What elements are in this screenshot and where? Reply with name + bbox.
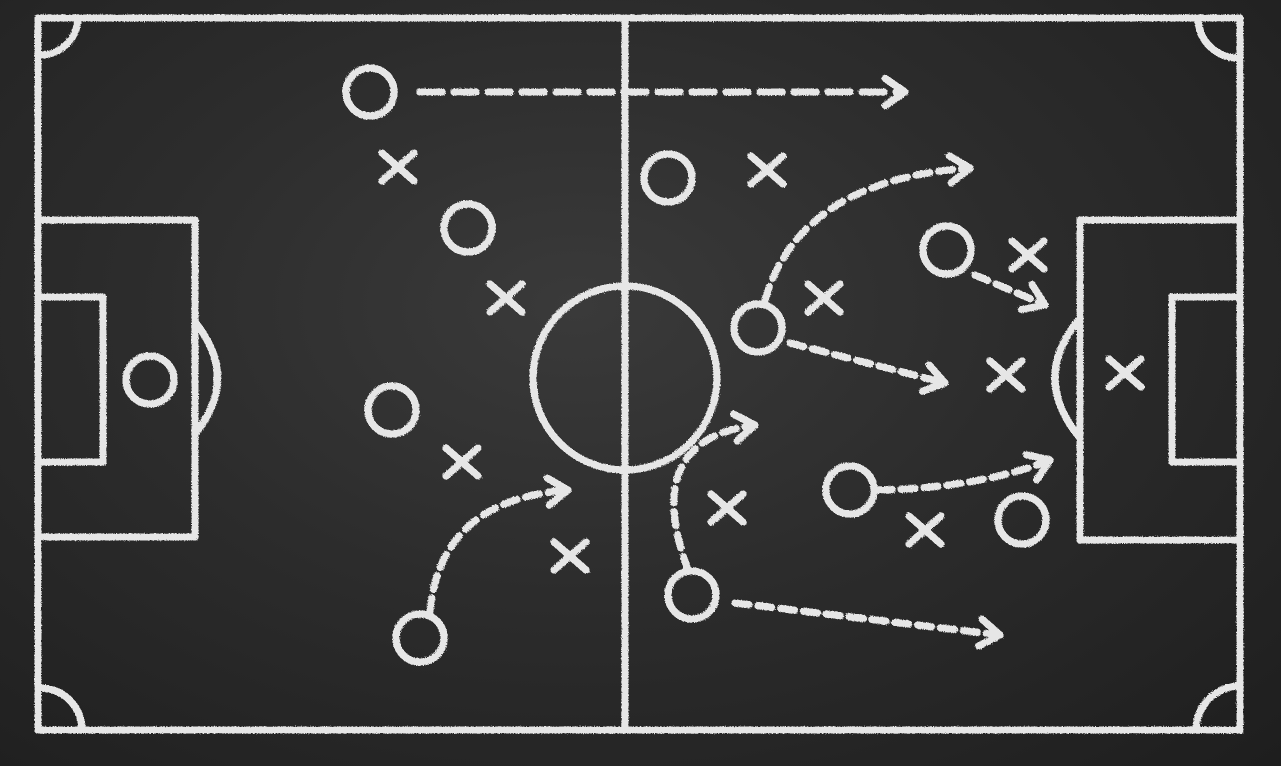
opponent-x-icon bbox=[747, 152, 787, 188]
opponent-x-icon bbox=[550, 538, 590, 574]
player-circle-icon bbox=[440, 200, 496, 256]
center-circle bbox=[529, 282, 721, 474]
arrow-path bbox=[731, 599, 1004, 639]
right-goal-box bbox=[1168, 293, 1244, 466]
arrow-path bbox=[874, 456, 1054, 494]
arrow-head bbox=[1017, 281, 1049, 314]
player-circle-icon bbox=[364, 382, 420, 438]
arrow-head bbox=[1023, 451, 1054, 484]
opponent-x-icon bbox=[804, 280, 844, 316]
player-circle-icon bbox=[392, 610, 448, 666]
corner-arc bbox=[1194, 14, 1244, 62]
opponent-x-icon bbox=[442, 444, 482, 480]
player-circle-icon bbox=[664, 567, 720, 623]
movement-arrow-icon bbox=[786, 339, 949, 395]
left-penalty-arc bbox=[191, 318, 221, 438]
opponent-x-icon bbox=[486, 280, 526, 316]
movement-arrow-icon bbox=[670, 410, 759, 574]
left-goal-box bbox=[34, 293, 107, 466]
opponent-x-icon bbox=[905, 512, 945, 548]
right-penalty-arc bbox=[1051, 314, 1084, 442]
arrow-head bbox=[730, 410, 759, 445]
player-circle-icon bbox=[730, 300, 786, 356]
arrow-head bbox=[881, 74, 909, 110]
player-circle-icon bbox=[919, 222, 975, 278]
player-circle-icon bbox=[342, 64, 398, 120]
player-circle-icon bbox=[822, 462, 878, 518]
arrow-head bbox=[945, 152, 974, 187]
opponent-x-icon bbox=[707, 490, 747, 526]
arrow-head bbox=[918, 361, 949, 395]
opponent-x-icon bbox=[1008, 237, 1048, 273]
arrow-path bbox=[971, 271, 1049, 309]
arrow-path bbox=[761, 164, 974, 304]
movement-arrow-icon bbox=[426, 474, 572, 616]
opponent-x-icon bbox=[1105, 355, 1145, 391]
arrow-path bbox=[426, 486, 572, 616]
corner-arc bbox=[34, 14, 82, 59]
movement-arrow-icon bbox=[731, 599, 1004, 650]
player-circle-icon bbox=[122, 352, 178, 408]
arrow-path bbox=[786, 339, 949, 387]
corner-arc bbox=[1192, 682, 1244, 734]
corner-arc bbox=[34, 684, 86, 734]
movement-arrow-icon bbox=[761, 152, 974, 304]
movement-arrow-icon bbox=[416, 74, 909, 110]
right-penalty-box bbox=[1076, 216, 1244, 544]
opponent-x-icon bbox=[986, 357, 1026, 393]
movement-arrow-icon bbox=[874, 451, 1054, 494]
opponent-x-icon bbox=[378, 149, 418, 185]
arrow-head bbox=[975, 615, 1004, 650]
player-circle-icon bbox=[640, 150, 696, 206]
player-circle-icon bbox=[994, 492, 1050, 548]
arrow-head bbox=[543, 474, 572, 509]
movement-arrow-icon bbox=[971, 271, 1049, 314]
arrow-path bbox=[670, 421, 759, 574]
